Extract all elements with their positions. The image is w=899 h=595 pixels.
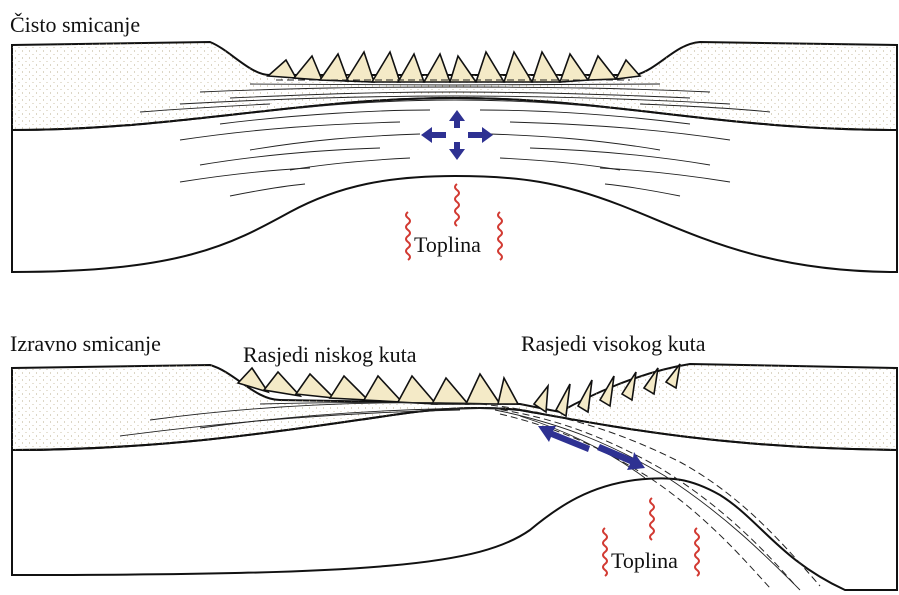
low-angle-faults-label: Rasjedi niskog kuta	[243, 342, 417, 367]
simple-sediment-texture	[12, 364, 897, 450]
simple-shear-arrows-icon	[538, 426, 645, 470]
pure-fault-blocks	[268, 52, 640, 82]
simple-shear-title: Izravno smicanje	[10, 331, 161, 356]
pure-stress-arrows-icon	[421, 110, 493, 160]
pure-heat-label: Toplina	[414, 232, 481, 257]
simple-shear-panel: Izravno smicanje Rasjedi niskog kuta Ras…	[10, 331, 897, 590]
simple-low-angle-blocks	[238, 368, 518, 404]
simple-heat-label: Toplina	[611, 548, 678, 573]
pure-shear-title: Čisto smicanje	[10, 12, 140, 37]
pure-shear-panel: Čisto smicanje Toplina	[10, 12, 897, 272]
high-angle-faults-label: Rasjedi visokog kuta	[521, 331, 706, 356]
